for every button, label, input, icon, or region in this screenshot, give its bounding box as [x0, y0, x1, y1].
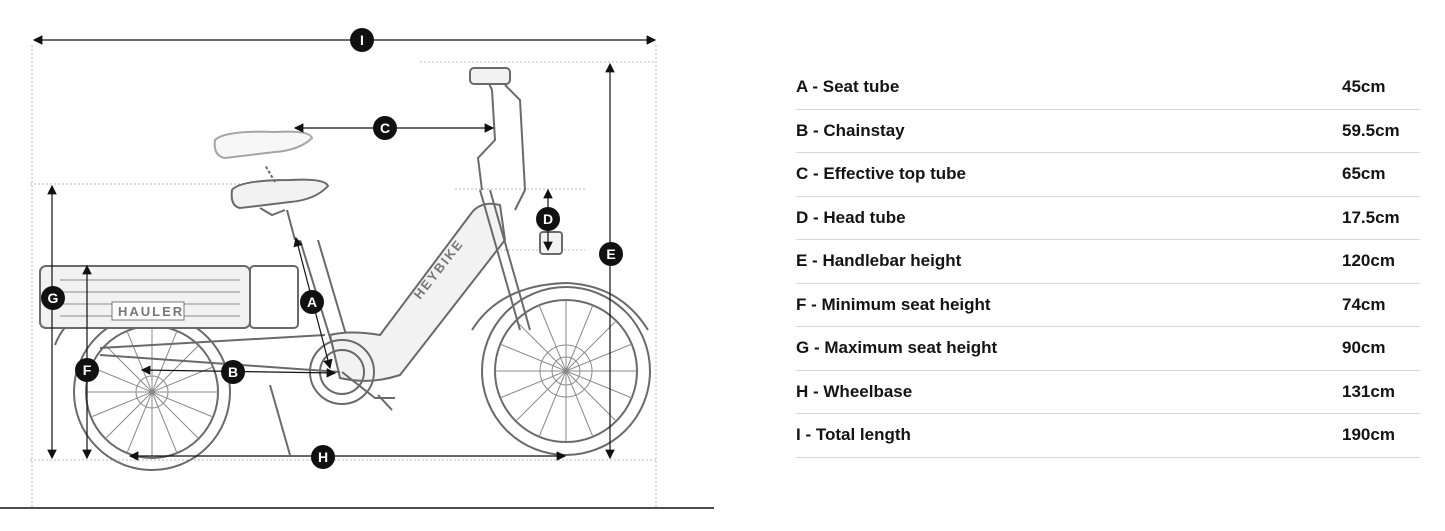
svg-text:D: D	[543, 211, 553, 227]
rack-brand-text: HAULER	[118, 304, 184, 319]
spec-label: E - Handlebar height	[796, 251, 962, 271]
spec-row-handlebar-height: E - Handlebar height 120cm	[796, 240, 1420, 284]
marker-i: I	[350, 28, 374, 52]
front-wheel	[481, 286, 651, 456]
spec-label: C - Effective top tube	[796, 164, 967, 184]
svg-text:G: G	[48, 290, 59, 306]
spec-value: 190cm	[1342, 425, 1395, 445]
spec-value: 17.5cm	[1342, 207, 1400, 227]
svg-text:H: H	[318, 449, 328, 465]
marker-d: D	[536, 207, 560, 231]
spec-row-wheelbase: H - Wheelbase 131cm	[796, 371, 1420, 414]
rear-wheel	[73, 313, 231, 471]
spec-label: H - Wheelbase	[796, 381, 913, 401]
spec-value: 65cm	[1342, 164, 1386, 184]
spec-row-effective-top-tube: C - Effective top tube 65cm	[796, 153, 1420, 197]
bike-geometry-diagram: HAULER HEYBIKE	[0, 28, 714, 509]
marker-f: F	[75, 358, 99, 382]
spec-value: 45cm	[1342, 77, 1386, 97]
spec-value: 120cm	[1342, 251, 1395, 271]
dimension-markers: I C D E A G F B H	[41, 28, 623, 469]
marker-c: C	[373, 116, 397, 140]
svg-text:A: A	[307, 294, 317, 310]
svg-text:C: C	[380, 120, 390, 136]
marker-g: G	[41, 286, 65, 310]
cargo-rack: HAULER	[39, 265, 299, 329]
spec-label: G - Maximum seat height	[796, 338, 998, 358]
spec-row-seat-tube: A - Seat tube 45cm	[796, 66, 1420, 110]
spec-row-total-length: I - Total length 190cm	[796, 414, 1420, 458]
marker-e: E	[599, 242, 623, 266]
marker-h: H	[311, 445, 335, 469]
spec-row-chainstay: B - Chainstay 59.5cm	[796, 110, 1420, 153]
spec-value: 131cm	[1342, 381, 1395, 401]
spec-label: A - Seat tube	[796, 77, 900, 97]
svg-text:E: E	[606, 246, 615, 262]
spec-label: B - Chainstay	[796, 120, 905, 140]
saddle	[213, 130, 330, 241]
spec-value: 74cm	[1342, 294, 1386, 314]
spec-label: I - Total length	[796, 425, 911, 445]
spec-value: 59.5cm	[1342, 120, 1400, 140]
svg-text:B: B	[228, 364, 238, 380]
spec-row-minimum-seat-height: F - Minimum seat height 74cm	[796, 284, 1420, 327]
spec-row-head-tube: D - Head tube 17.5cm	[796, 197, 1420, 240]
spec-row-maximum-seat-height: G - Maximum seat height 90cm	[796, 327, 1420, 371]
marker-a: A	[300, 290, 324, 314]
spec-value: 90cm	[1342, 338, 1386, 358]
spec-label: F - Minimum seat height	[796, 294, 991, 314]
geometry-spec-table: A - Seat tube 45cm B - Chainstay 59.5cm …	[796, 66, 1420, 458]
svg-text:I: I	[360, 32, 364, 48]
marker-b: B	[221, 360, 245, 384]
spec-label: D - Head tube	[796, 207, 906, 227]
svg-text:F: F	[83, 362, 92, 378]
